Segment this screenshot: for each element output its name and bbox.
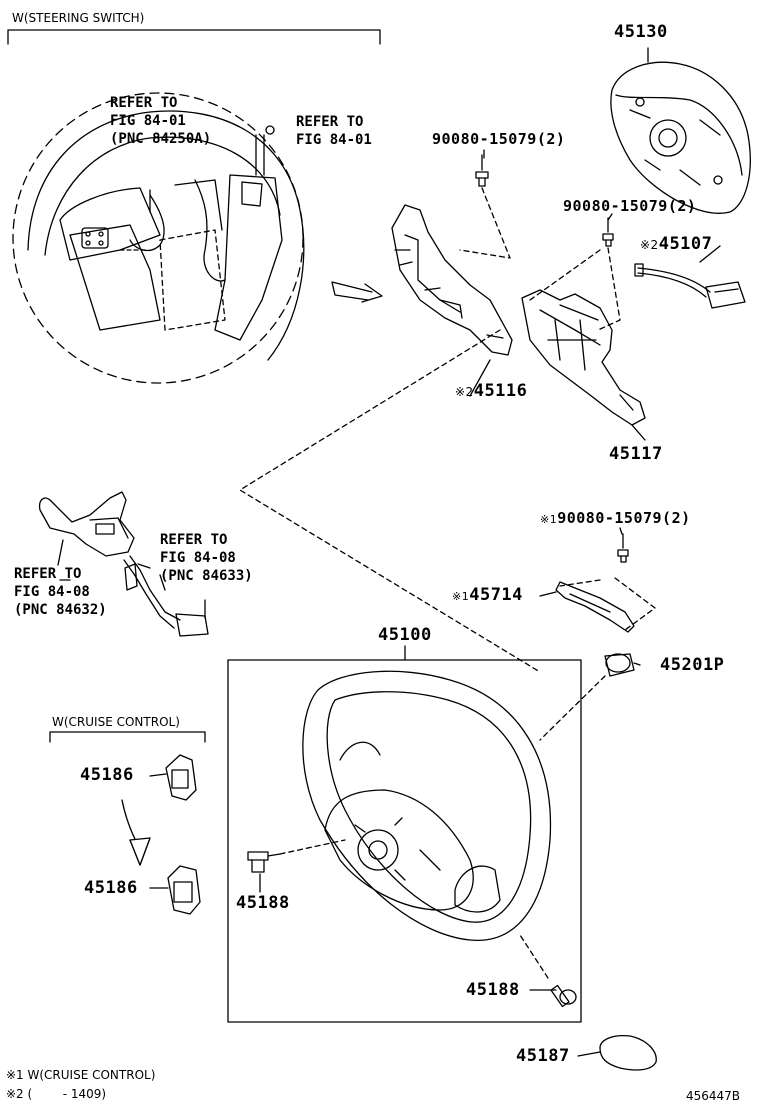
reference-line: FIG 84-08 <box>14 584 90 600</box>
part-label-90080-b: 90080-15079(2) <box>563 197 697 215</box>
part-45130-shape <box>610 47 751 214</box>
part-label-90080-c: ※190080-15079(2) <box>540 511 691 526</box>
part-45186-b-shape <box>167 865 201 915</box>
part-45714-shape <box>555 581 635 633</box>
mark-2: ※2 <box>455 385 474 399</box>
steering-switch-heading: W(STEERING SWITCH) <box>12 11 145 25</box>
reference-line: REFER TO <box>110 95 178 111</box>
part-45100-box <box>227 659 582 1023</box>
part-45107-shape <box>634 263 746 309</box>
reference-line: REFER TO <box>160 532 228 548</box>
part-label-45187: 45187 <box>516 1046 570 1066</box>
part-number: 45107 <box>658 234 713 254</box>
part-number: 90080-15079(2) <box>557 509 691 527</box>
reference-line: (PNC 84633) <box>160 568 253 584</box>
reference-fig-84-01-pnc: REFER TO FIG 84-01 (PNC 84250A) <box>110 94 211 148</box>
detail-arrow <box>331 281 383 303</box>
part-number: 45714 <box>469 585 523 605</box>
mark-2: ※2 <box>640 238 659 252</box>
part-45187-shape <box>599 1034 657 1071</box>
reference-fig-84-01: REFER TO FIG 84-01 <box>296 113 372 149</box>
part-45116-shape <box>391 204 513 356</box>
screw-45188-a <box>247 851 281 873</box>
diagram-id: 456447B <box>686 1089 741 1103</box>
detail-wheel <box>27 110 305 361</box>
part-label-90080-a: 90080-15079(2) <box>432 130 566 148</box>
part-label-45130: 45130 <box>614 22 668 42</box>
part-number: 45116 <box>473 381 528 401</box>
reference-line: FIG 84-08 <box>160 550 236 566</box>
screw-90080-b <box>602 217 614 247</box>
reference-line: FIG 84-01 <box>110 113 186 129</box>
reference-line: REFER TO <box>14 566 82 582</box>
reference-line: FIG 84-01 <box>296 132 372 148</box>
footnote-1: ※1 W(CRUISE CONTROL) <box>6 1068 156 1082</box>
cruise-control-heading: W(CRUISE CONTROL) <box>52 715 180 729</box>
mark-1: ※1 <box>540 513 558 526</box>
screw-90080-c <box>617 533 629 563</box>
cruise-arrow <box>121 799 151 866</box>
part-label-45117: 45117 <box>609 444 663 464</box>
mark-1: ※1 <box>452 590 470 603</box>
part-label-45188-a: 45188 <box>236 893 290 913</box>
reference-line: REFER TO <box>296 114 364 130</box>
part-label-45714: ※145714 <box>452 587 523 604</box>
part-45186-a-shape <box>165 754 197 801</box>
part-45201p-shape <box>604 653 635 677</box>
reference-line: (PNC 84632) <box>14 602 107 618</box>
screw-90080-a <box>475 154 489 187</box>
part-45100-shape <box>302 670 552 941</box>
part-label-45100: 45100 <box>378 625 432 645</box>
part-label-45116: ※245116 <box>455 383 527 400</box>
part-label-45186-b: 45186 <box>84 878 138 898</box>
footnote-2: ※2 ( - 1409) <box>6 1087 107 1101</box>
reference-fig-84-08-84632: REFER TO FIG 84-08 (PNC 84632) <box>14 565 107 619</box>
part-45117-shape <box>521 289 646 426</box>
part-label-45186-a: 45186 <box>80 765 134 785</box>
part-label-45107: ※245107 <box>640 236 712 253</box>
cruise-control-bracket <box>49 731 206 743</box>
part-label-45201p: 45201P <box>660 655 725 675</box>
reference-fig-84-08-84633: REFER TO FIG 84-08 (PNC 84633) <box>160 531 253 585</box>
part-label-45188-b: 45188 <box>466 980 520 1000</box>
reference-line: (PNC 84250A) <box>110 131 212 147</box>
cruise-switch-shape <box>38 491 209 637</box>
screw-45188-b <box>550 984 577 1008</box>
steering-switch-bracket <box>7 29 381 45</box>
